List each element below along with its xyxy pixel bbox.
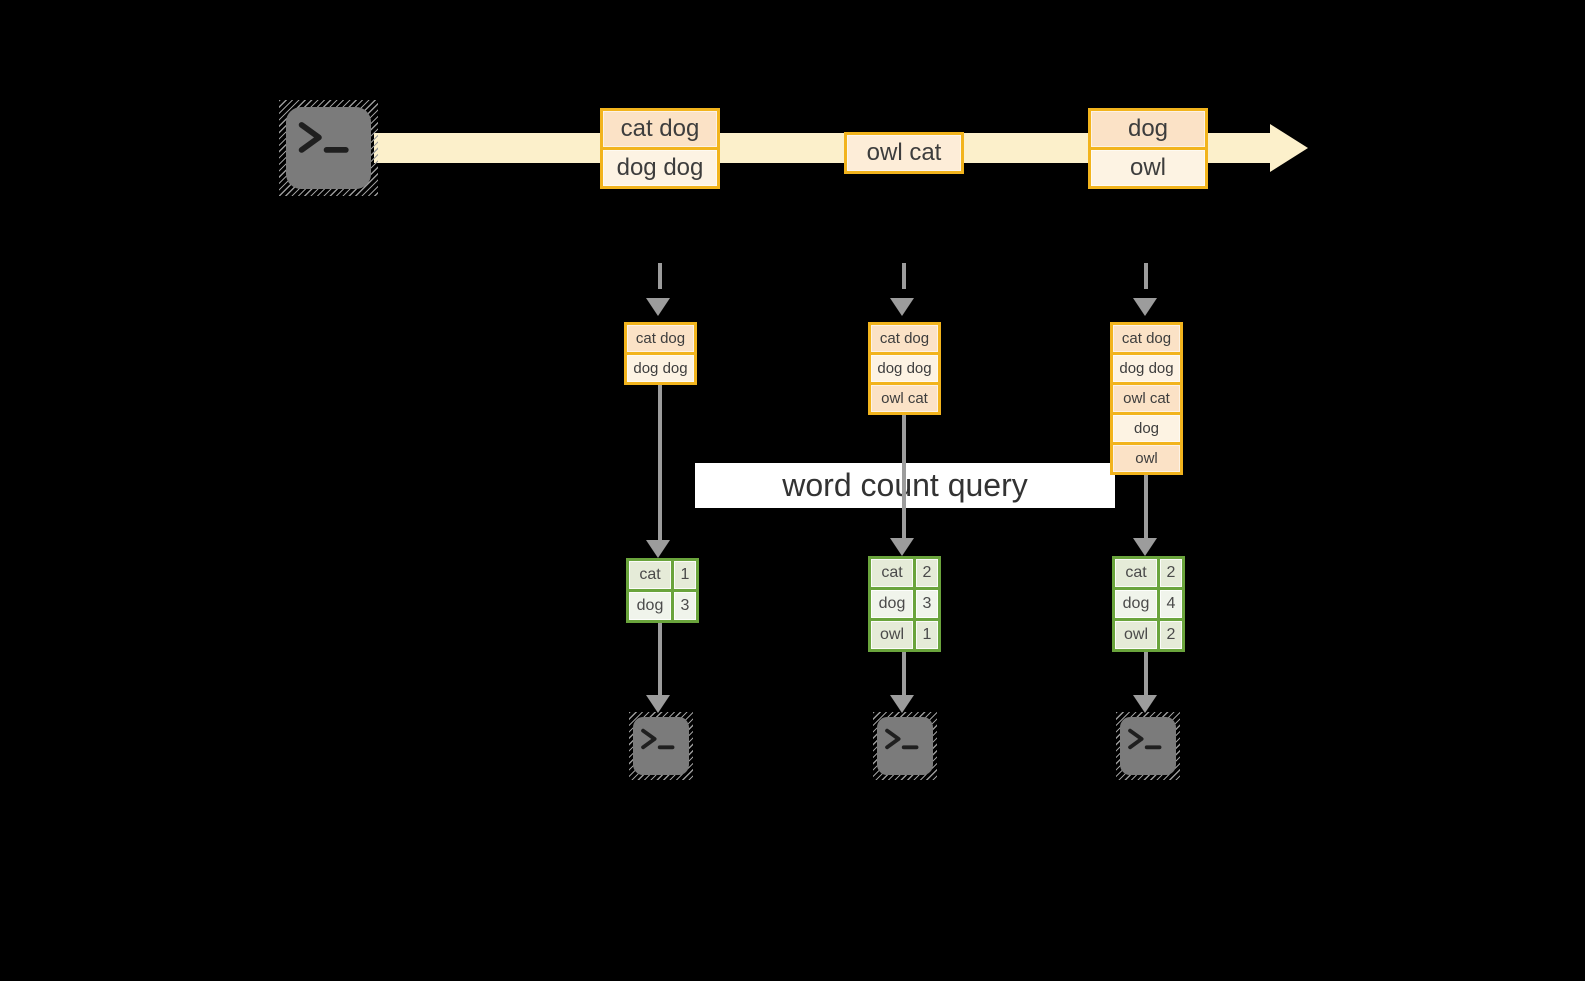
buffer-line: owl [1113, 445, 1180, 472]
buffer-line: cat dog [871, 325, 938, 352]
count-word: owl [1115, 621, 1157, 649]
count-value: 4 [1160, 590, 1182, 618]
message-line: cat dog [603, 111, 717, 147]
count-value: 1 [916, 621, 938, 649]
count-word: cat [871, 559, 913, 587]
arrow-line [658, 385, 662, 541]
terminal-icon [279, 100, 378, 196]
buffer-line: cat dog [627, 325, 694, 352]
stream-message-box-2: owl cat [844, 132, 964, 174]
count-value: 2 [916, 559, 938, 587]
count-value: 3 [674, 592, 696, 620]
count-value: 2 [1160, 559, 1182, 587]
buffer-stack-2: cat dog dog dog owl cat [868, 322, 941, 415]
buffer-line: owl cat [871, 385, 938, 412]
terminal-icon [1116, 712, 1180, 780]
terminal-prompt-icon [641, 728, 675, 750]
arrow-line [1144, 475, 1148, 539]
dashed-arrowhead [646, 298, 670, 316]
count-word: cat [629, 561, 671, 589]
buffer-line: dog dog [871, 355, 938, 382]
message-line: owl [1091, 150, 1205, 186]
buffer-line: dog dog [1113, 355, 1180, 382]
dashed-arrowhead [1133, 298, 1157, 316]
arrowhead [890, 695, 914, 713]
message-line: owl cat [847, 135, 961, 171]
dashed-arrow-line [902, 263, 906, 289]
count-value: 3 [916, 590, 938, 618]
arrowhead [1133, 695, 1157, 713]
terminal-prompt-icon [1128, 728, 1162, 750]
arrow-line [902, 415, 906, 539]
count-word: owl [871, 621, 913, 649]
arrowhead [646, 540, 670, 558]
arrowhead [890, 538, 914, 556]
terminal-icon [629, 712, 693, 780]
terminal-prompt-icon [298, 122, 349, 153]
arrowhead [646, 695, 670, 713]
count-table-3: cat 2 dog 4 owl 2 [1112, 556, 1185, 652]
count-table-1: cat 1 dog 3 [626, 558, 699, 623]
arrow-line [658, 623, 662, 696]
count-word: dog [1115, 590, 1157, 618]
buffer-line: owl cat [1113, 385, 1180, 412]
dashed-arrow-line [658, 263, 662, 289]
arrow-line [1144, 652, 1148, 696]
arrowhead [1133, 538, 1157, 556]
stream-message-box-3: dog owl [1088, 108, 1208, 189]
message-line: dog [1091, 111, 1205, 147]
buffer-line: dog dog [627, 355, 694, 382]
count-value: 1 [674, 561, 696, 589]
buffer-stack-3: cat dog dog dog owl cat dog owl [1110, 322, 1183, 475]
terminal-icon [873, 712, 937, 780]
count-word: cat [1115, 559, 1157, 587]
stream-message-box-1: cat dog dog dog [600, 108, 720, 189]
dashed-arrow-line [1144, 263, 1148, 289]
arrow-line [902, 652, 906, 696]
dashed-arrowhead [890, 298, 914, 316]
count-word: dog [629, 592, 671, 620]
buffer-stack-1: cat dog dog dog [624, 322, 697, 385]
count-word: dog [871, 590, 913, 618]
count-value: 2 [1160, 621, 1182, 649]
stream-arrowhead [1270, 124, 1308, 172]
count-table-2: cat 2 dog 3 owl 1 [868, 556, 941, 652]
message-line: dog dog [603, 150, 717, 186]
buffer-line: dog [1113, 415, 1180, 442]
terminal-prompt-icon [885, 728, 919, 750]
buffer-line: cat dog [1113, 325, 1180, 352]
